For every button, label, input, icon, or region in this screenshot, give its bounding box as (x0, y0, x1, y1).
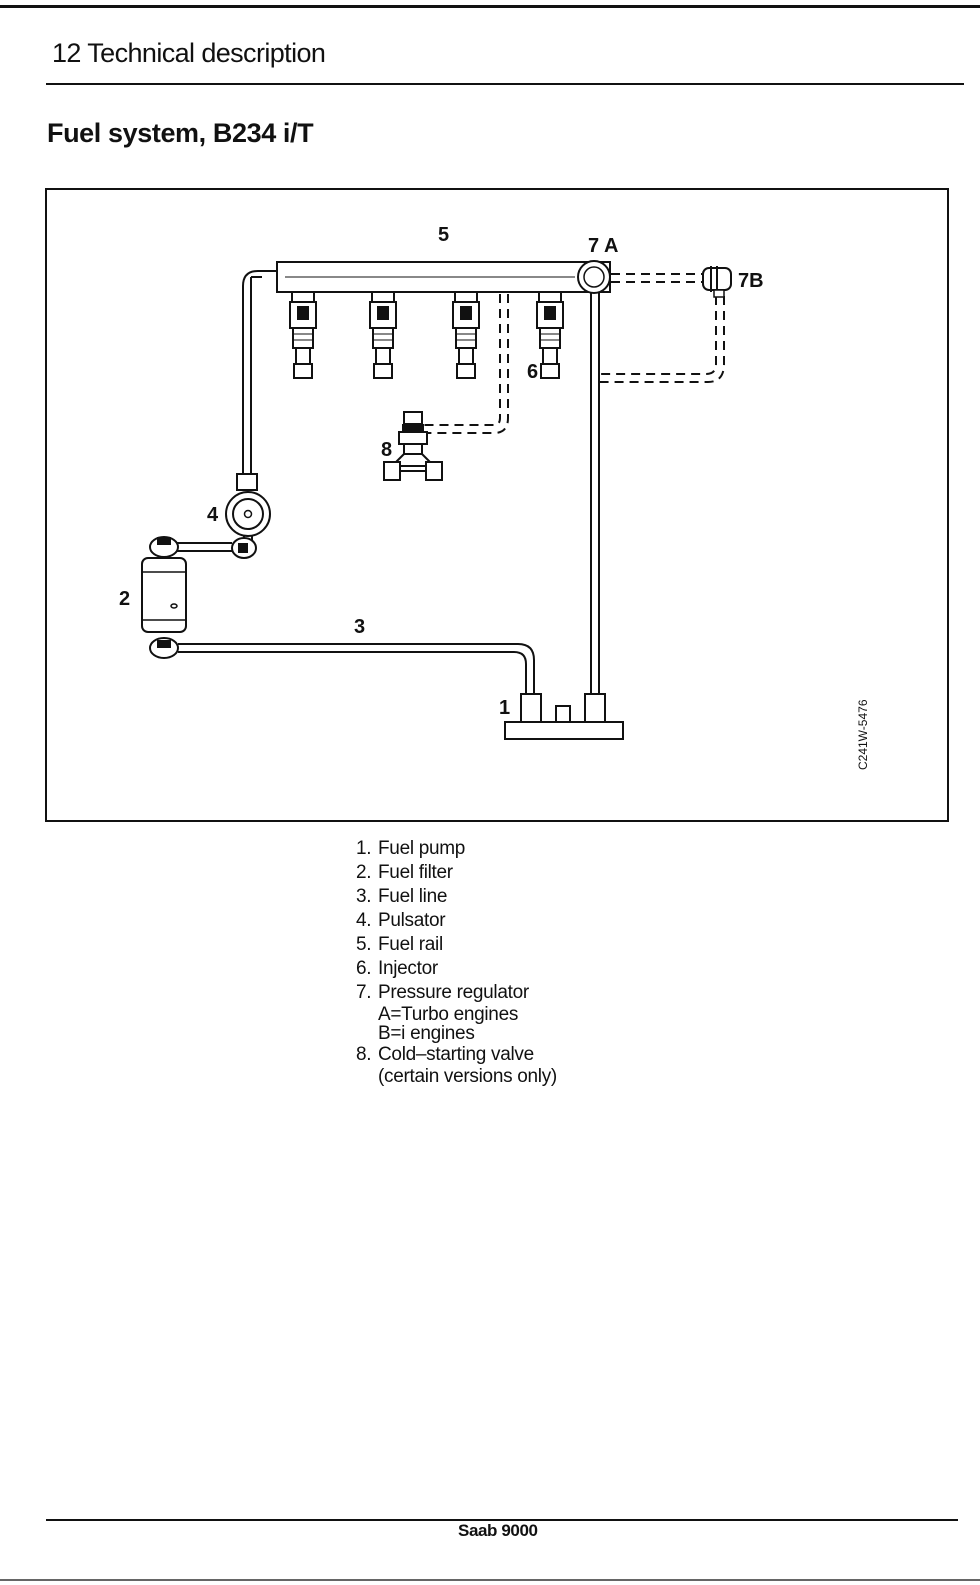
pressure-regulator-7b (703, 266, 731, 297)
injector-1 (290, 292, 316, 378)
legend-item: 1.Fuel pump (356, 837, 557, 861)
legend-sub-label: B=i engines (356, 1024, 557, 1043)
legend-sub-label: (certain versions only) (356, 1067, 557, 1086)
legend-item: 7.Pressure regulator A=Turbo engines B=i… (356, 981, 557, 1043)
callout-2: 2 (119, 588, 130, 610)
injector-2 (370, 292, 396, 378)
legend: 1.Fuel pump 2.Fuel filter 3.Fuel line 4.… (356, 837, 557, 1086)
legend-label: Fuel filter (378, 861, 453, 885)
return-line (591, 293, 599, 694)
pulsator (226, 492, 270, 558)
legend-number: 2. (356, 861, 378, 885)
footer-model: Saab 9000 (458, 1521, 538, 1541)
rail-feed-line (243, 271, 277, 476)
legend-item: 6.Injector (356, 957, 557, 981)
legend-label: Fuel line (378, 885, 447, 909)
legend-label: Injector (378, 957, 438, 981)
injector-3 (453, 292, 479, 378)
legend-label: Pressure regulator (378, 981, 529, 1005)
legend-label: Fuel rail (378, 933, 443, 957)
injector-4 (537, 292, 563, 378)
fuel-filter (142, 537, 186, 658)
callout-7a: 7 A (588, 235, 618, 257)
legend-label: Fuel pump (378, 837, 465, 861)
callout-4: 4 (207, 504, 219, 526)
legend-item: 5.Fuel rail (356, 933, 557, 957)
legend-number: 5. (356, 933, 378, 957)
vacuum-line-7b (600, 274, 724, 382)
legend-label: Pulsator (378, 909, 445, 933)
bottom-rule (0, 1579, 980, 1581)
filter-to-pulsator-line (175, 543, 232, 551)
callout-6: 6 (527, 361, 538, 383)
fuel-pump (505, 694, 623, 739)
callout-5: 5 (438, 224, 449, 246)
legend-number: 6. (356, 957, 378, 981)
fuel-line (178, 644, 534, 694)
legend-number: 4. (356, 909, 378, 933)
pressure-regulator-7a (578, 261, 610, 293)
legend-label: Cold–starting valve (378, 1043, 534, 1067)
legend-number: 3. (356, 885, 378, 909)
legend-number: 7. (356, 981, 378, 1005)
callout-3: 3 (354, 616, 365, 638)
callout-7b: 7B (738, 270, 764, 292)
legend-number: 1. (356, 837, 378, 861)
legend-item: 4.Pulsator (356, 909, 557, 933)
legend-sub-label: A=Turbo engines (356, 1005, 557, 1024)
figure-code: C241W-5476 (856, 699, 870, 770)
legend-number: 8. (356, 1043, 378, 1067)
legend-item: 8.Cold–starting valve (certain versions … (356, 1043, 557, 1086)
callout-1: 1 (499, 697, 510, 719)
legend-item: 2.Fuel filter (356, 861, 557, 885)
callout-8: 8 (381, 439, 392, 461)
cold-starting-valve (384, 412, 442, 480)
legend-item: 3.Fuel line (356, 885, 557, 909)
